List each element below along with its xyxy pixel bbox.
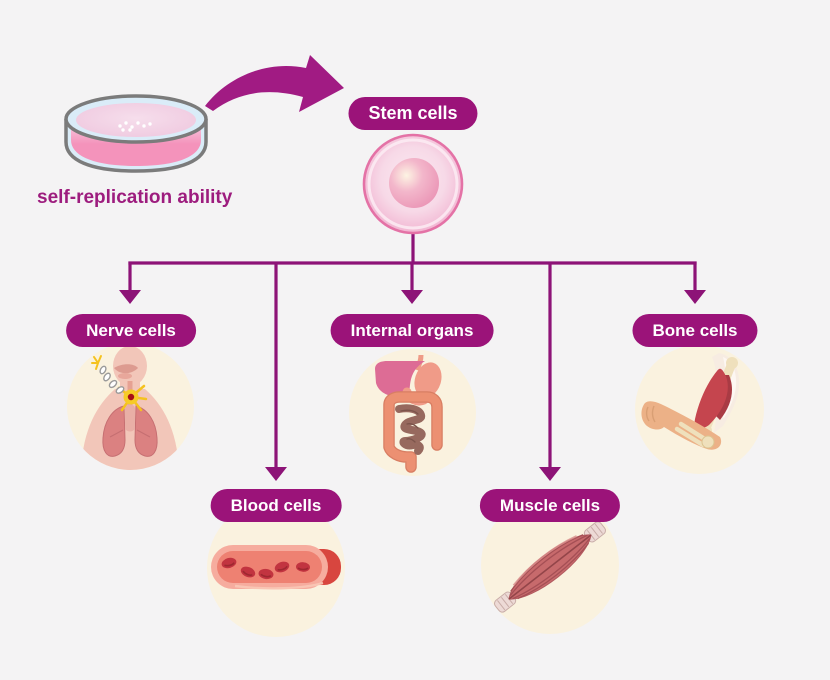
small-intestine bbox=[395, 404, 426, 455]
large-intestine bbox=[383, 391, 443, 473]
bone-cells-icon bbox=[641, 353, 740, 450]
liver bbox=[375, 361, 425, 397]
stem-cells-badge: Stem cells bbox=[348, 97, 478, 130]
nerve-cells-badge: Nerve cells bbox=[66, 314, 196, 347]
bone-cells-circle bbox=[635, 345, 764, 474]
muscle-cells-badge: Muscle cells bbox=[479, 489, 621, 522]
vessel-interior bbox=[217, 551, 322, 583]
striations bbox=[509, 534, 591, 600]
cell-shadows bbox=[224, 562, 309, 578]
curved-arrow-icon bbox=[205, 55, 344, 112]
muscle-cells-icon bbox=[494, 521, 606, 613]
self-replication-caption: self-replication ability bbox=[37, 187, 233, 208]
cell-dots bbox=[118, 121, 152, 132]
internal-organs-badge: Internal organs bbox=[330, 314, 494, 347]
lungs bbox=[102, 405, 158, 457]
blood-cells-icon bbox=[211, 545, 341, 590]
neuron bbox=[91, 355, 148, 412]
blood-cells-badge: Blood cells bbox=[210, 489, 342, 522]
stem-cell-icon bbox=[362, 133, 464, 235]
nerve-cells-icon bbox=[81, 346, 179, 470]
bone-cells-badge: Bone cells bbox=[632, 314, 758, 347]
blood-cells-circle bbox=[207, 499, 345, 637]
internal-organs-icon bbox=[375, 354, 443, 473]
biceps-muscle bbox=[694, 368, 728, 429]
nerve-cells-circle bbox=[67, 343, 194, 470]
petri-dish-icon bbox=[64, 94, 208, 173]
internal-organs-circle bbox=[349, 349, 476, 476]
